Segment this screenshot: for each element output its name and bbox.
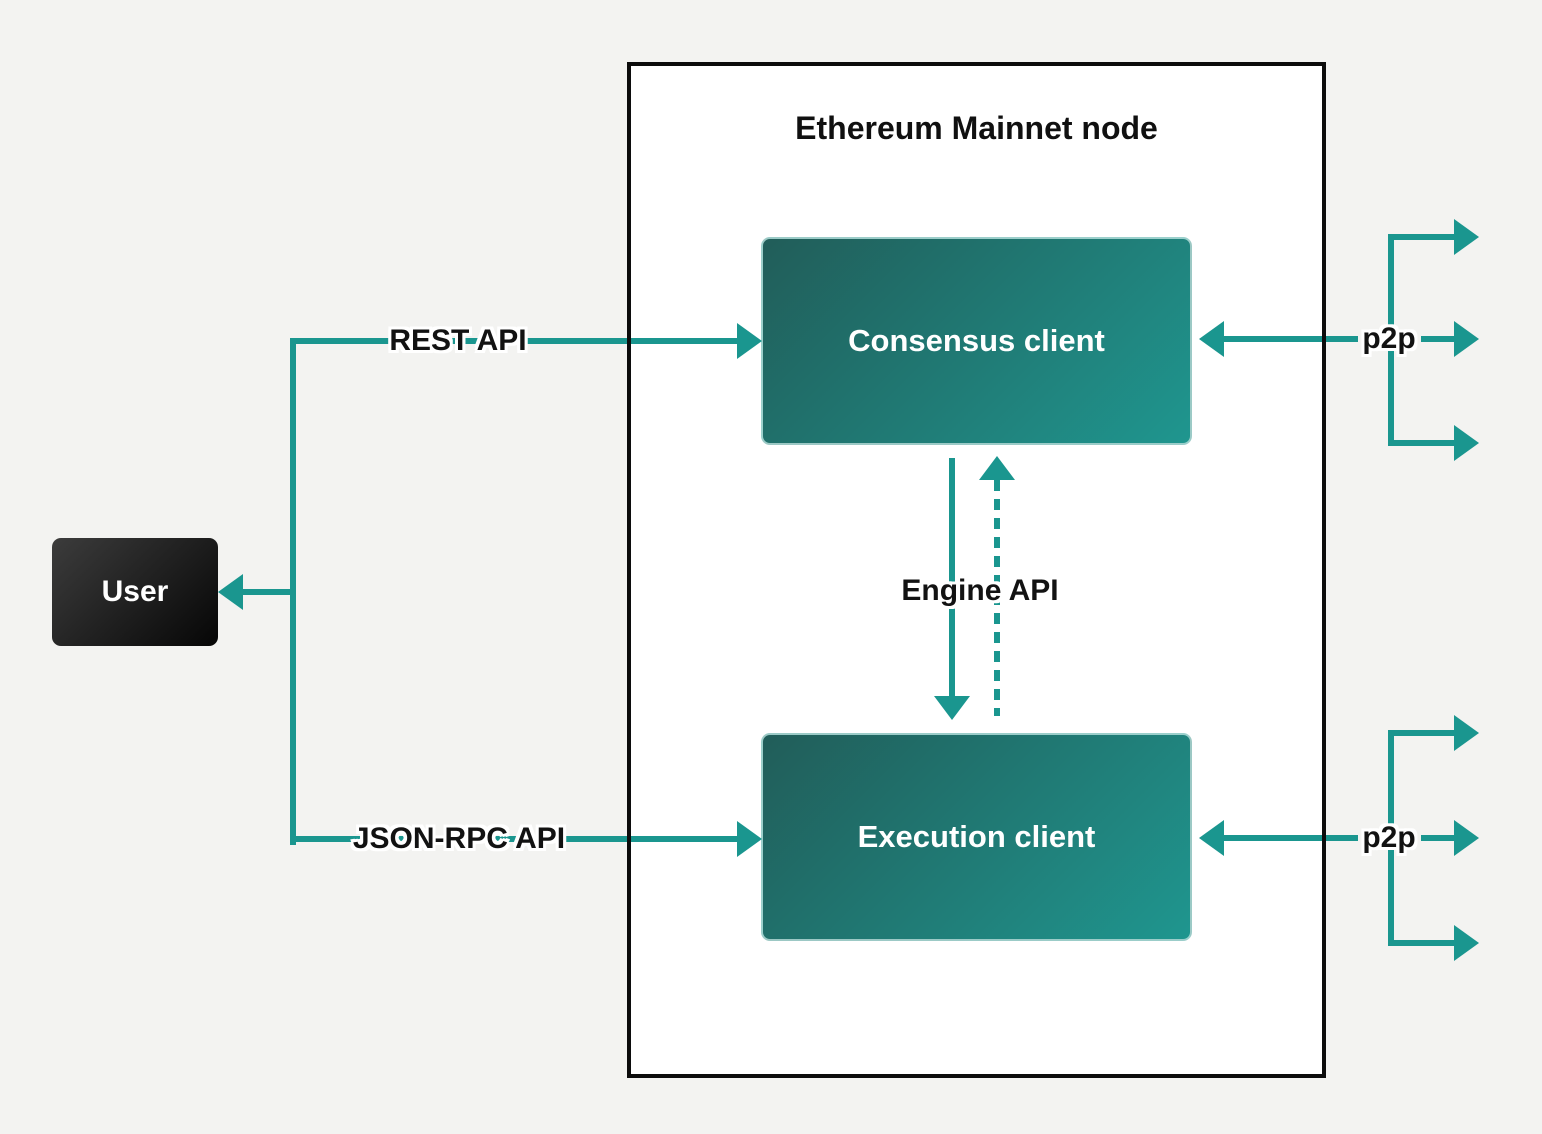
p2p-consensus-top-line <box>1388 234 1456 240</box>
p2p-execution-bottom-arrowhead-icon <box>1454 925 1479 961</box>
p2p-execution-top-arrowhead-icon <box>1454 715 1479 751</box>
json-rpc-api-label: JSON-RPC API <box>352 822 566 855</box>
p2p-consensus-mid-arrowhead-icon <box>1454 321 1479 357</box>
p2p-execution-label: p2p <box>1362 821 1416 854</box>
engine-api-down-line <box>949 458 955 698</box>
p2p-consensus-bottom-line <box>1388 440 1456 446</box>
p2p-execution-left-line <box>1222 835 1358 841</box>
user-box: User <box>52 538 218 646</box>
p2p-execution-vertical-line <box>1388 730 1394 946</box>
p2p-execution-mid-line <box>1421 835 1456 841</box>
user-label: User <box>101 575 169 608</box>
engine-api-label: Engine API <box>901 574 1059 607</box>
execution-client-label: Execution client <box>857 819 1096 854</box>
p2p-consensus-left-line <box>1222 336 1358 342</box>
p2p-execution-top-line <box>1388 730 1456 736</box>
engine-api-up-arrowhead-icon <box>979 456 1015 480</box>
p2p-consensus-left-arrowhead-icon <box>1199 321 1224 357</box>
rest-api-arrowhead-icon <box>737 323 762 359</box>
p2p-consensus-label: p2p <box>1362 322 1416 355</box>
p2p-execution-left-arrowhead-icon <box>1199 820 1224 856</box>
p2p-consensus-bottom-arrowhead-icon <box>1454 425 1479 461</box>
engine-api-down-arrowhead-icon <box>934 696 970 720</box>
consensus-client-label: Consensus client <box>848 323 1105 358</box>
engine-api-up-dotted-line <box>994 480 1000 716</box>
p2p-consensus-top-arrowhead-icon <box>1454 219 1479 255</box>
ethereum-node-title: Ethereum Mainnet node <box>795 110 1158 146</box>
user-arrow-line <box>242 589 296 595</box>
json-rpc-api-line <box>290 836 739 842</box>
json-rpc-api-arrowhead-icon <box>737 821 762 857</box>
p2p-execution-mid-arrowhead-icon <box>1454 820 1479 856</box>
user-arrowhead-icon <box>218 574 243 610</box>
rest-api-label: REST API <box>389 324 527 357</box>
execution-client-box: Execution client <box>761 733 1192 941</box>
p2p-consensus-vertical-line <box>1388 234 1394 446</box>
consensus-client-box: Consensus client <box>761 237 1192 445</box>
p2p-consensus-mid-line <box>1421 336 1456 342</box>
p2p-execution-bottom-line <box>1388 940 1456 946</box>
rest-api-line <box>290 338 739 344</box>
